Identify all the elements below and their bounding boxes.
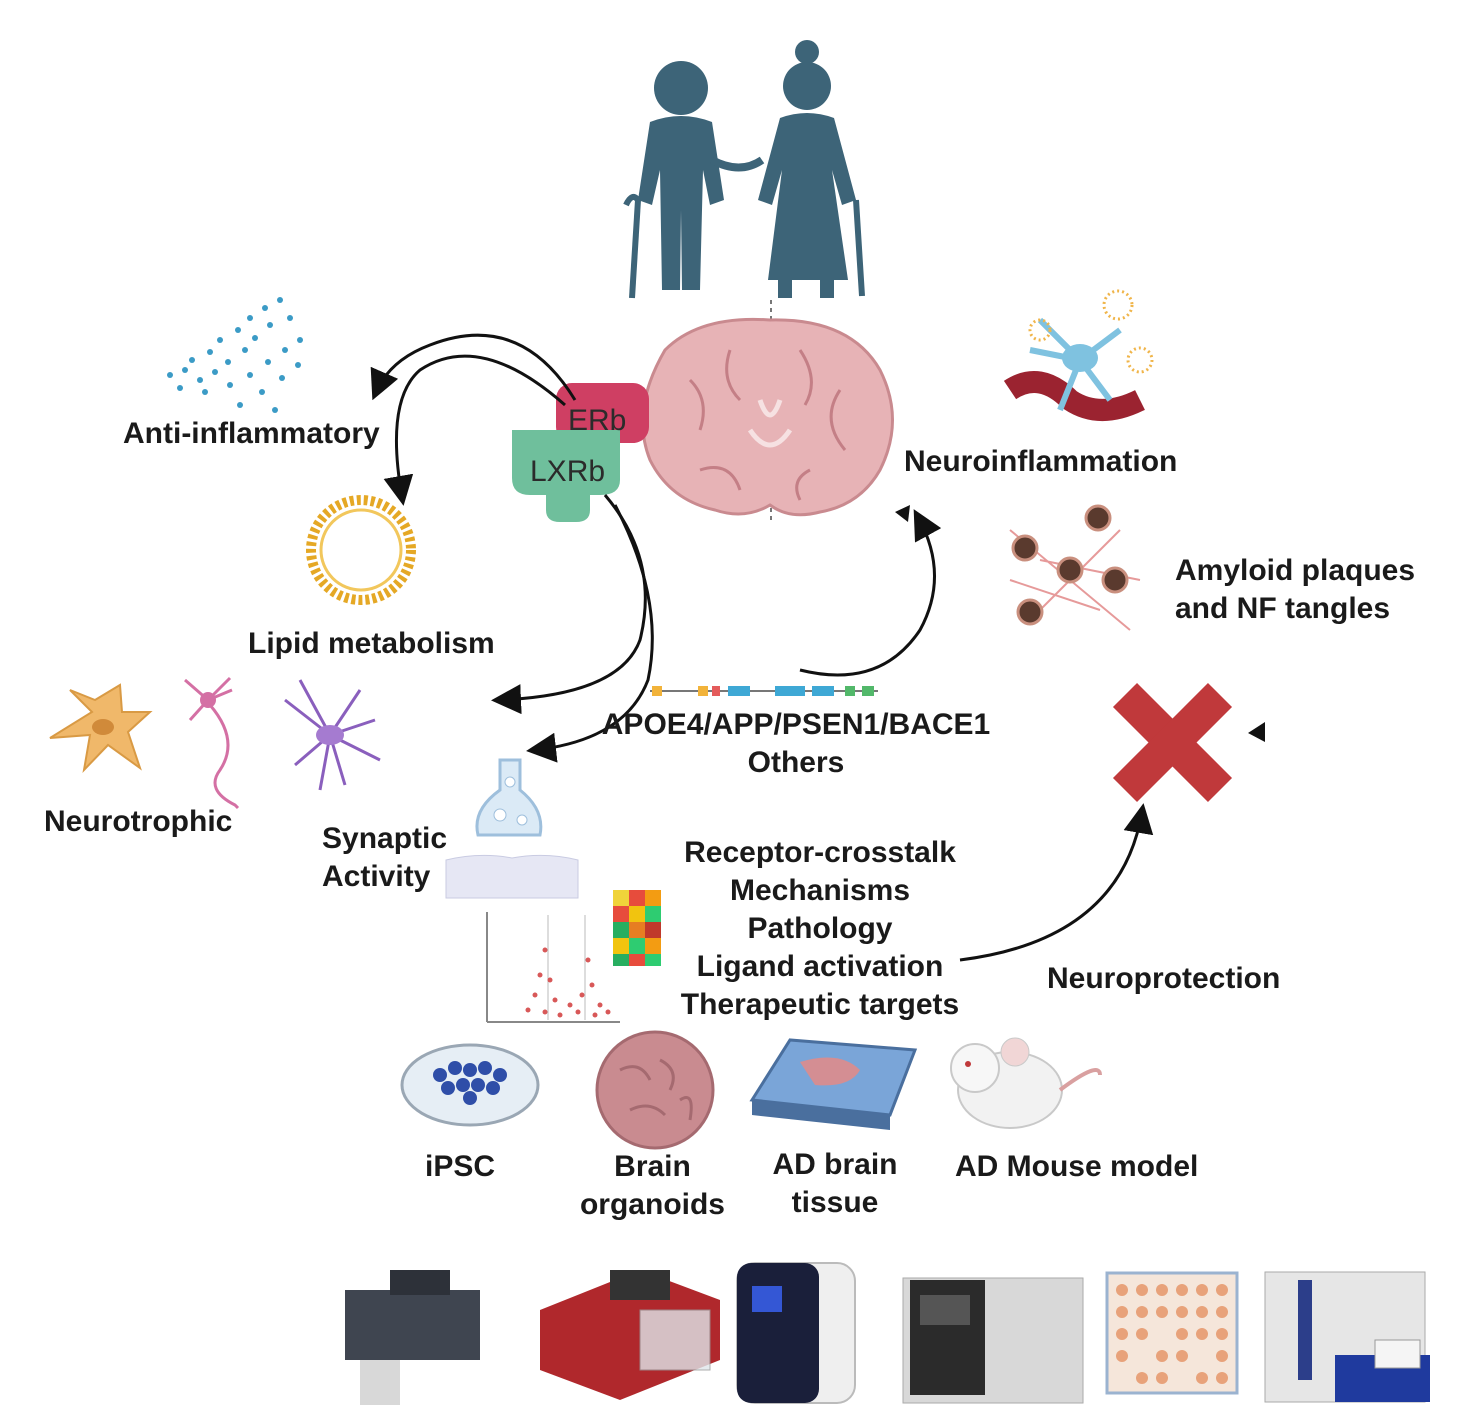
erb-receptor-label: ERb: [568, 404, 627, 437]
research-item: Receptor-crosstalk: [684, 836, 956, 869]
red-cross-icon: [1112, 682, 1233, 803]
lipid-metabolism-label: Lipid metabolism: [248, 627, 495, 660]
gene-others-label: Others: [747, 746, 845, 779]
erb-receptor-shape: [556, 383, 649, 443]
microglia-icon: [284, 679, 381, 791]
arrow-to-neuroinflammation: [799, 509, 942, 677]
sequencer-icon: [902, 1277, 1084, 1404]
brain-organoids-label-line2: organoids: [579, 1188, 725, 1221]
ad-brain-tissue-label-line1: AD brain: [772, 1148, 898, 1181]
arrowhead-icon: [1248, 722, 1265, 742]
amyloid-plaques-icon: [1009, 504, 1141, 631]
synaptic-activity-label-line2: Activity: [322, 860, 431, 893]
arrow-to-lipid-metabolism: [383, 354, 566, 506]
elderly-couple-icon: [623, 40, 865, 299]
neuron-icon: [184, 676, 240, 810]
lxrb-receptor-shape: [512, 430, 620, 522]
synaptic-activity-label-line1: Synaptic: [322, 822, 448, 855]
neuroinflammation-label: Neuroinflammation: [904, 445, 1178, 478]
arrow-to-cross: [959, 803, 1154, 962]
microscope-icon: [345, 1270, 480, 1405]
brain-organoid-icon: [595, 1030, 715, 1150]
synapse-icon: [445, 758, 579, 899]
qpcr-machine-icon: [736, 1262, 856, 1404]
research-item: Ligand activation: [696, 950, 944, 983]
petri-dish-icon: [400, 1043, 540, 1127]
gene-list-label: APOE4/APP/PSEN1/BACE1: [601, 708, 991, 741]
amyloid-label-line2: and NF tangles: [1175, 592, 1391, 625]
heatmap-icon: [613, 890, 661, 966]
arrow-to-anti-inflammatory: [370, 333, 577, 401]
amyloid-label-line1: Amyloid plaques: [1175, 554, 1416, 587]
lxrb-receptor-label: LXRb: [530, 455, 606, 488]
arrowhead-icon: [895, 505, 910, 522]
research-item: Pathology: [747, 912, 893, 945]
neurotrophic-label: Neurotrophic: [44, 805, 233, 838]
flow-cytometer-icon: [1264, 1271, 1430, 1403]
ipsc-label: iPSC: [424, 1150, 496, 1183]
brain-tissue-slide-icon: [749, 1038, 918, 1130]
volcano-plot-icon: [486, 912, 620, 1023]
liquid-handler-icon: [540, 1270, 720, 1400]
ad-brain-tissue-label-line2: tissue: [791, 1186, 879, 1219]
arrow-to-synaptic-upper: [491, 494, 647, 715]
mouse-icon: [950, 1037, 1102, 1129]
research-item: Mechanisms: [729, 874, 911, 907]
arrow-to-synaptic-lower: [526, 504, 654, 763]
neuroinflammation-icon: [1003, 289, 1154, 421]
brain-organoids-label-line1: Brain: [614, 1150, 691, 1183]
liposome-icon: [306, 495, 416, 605]
brain-section-icon: [641, 317, 894, 517]
neuroprotection-label: Neuroprotection: [1047, 962, 1281, 995]
astrocyte-icon: [49, 683, 153, 774]
ad-mouse-model-label: AD Mouse model: [955, 1150, 1199, 1183]
anti-inflammatory-label: Anti-inflammatory: [123, 417, 380, 450]
dispersed-molecules-icon: [167, 297, 303, 413]
research-item: Therapeutic targets: [680, 988, 960, 1021]
well-plate-icon: [1105, 1271, 1239, 1395]
gene-sequence-icon: [650, 686, 878, 696]
